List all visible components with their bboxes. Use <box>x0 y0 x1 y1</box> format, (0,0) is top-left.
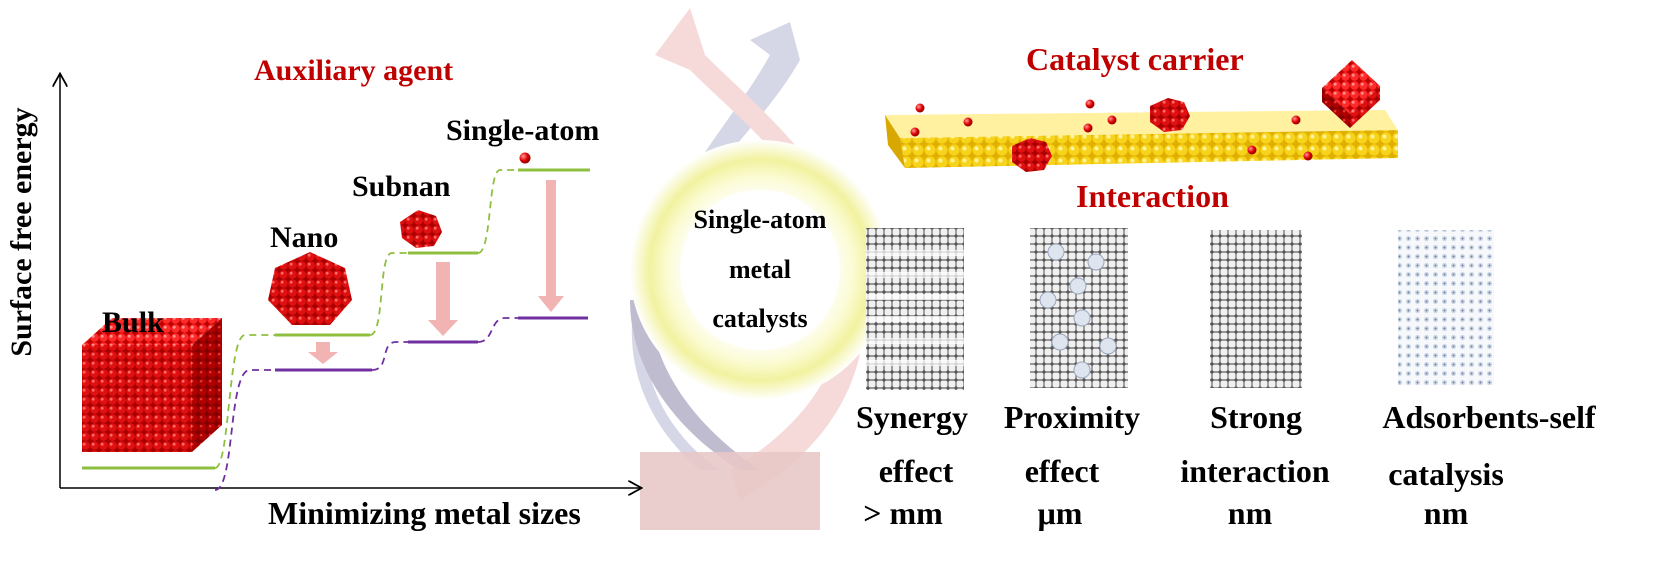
effect-line3-adsorbents: nm <box>1423 495 1469 531</box>
synergy-panel <box>866 228 964 390</box>
x-axis-label: Minimizing metal sizes <box>268 495 581 531</box>
level-label-nano: Nano <box>270 221 339 254</box>
y-axis-label: Surface free energy <box>5 107 38 357</box>
carrier-cluster-2 <box>1150 98 1190 132</box>
single-atom-illustration <box>519 152 531 164</box>
effect-line3-synergy: > mm <box>863 495 943 531</box>
swirl-arrow-pink <box>655 8 865 500</box>
effect-title-proximity: Proximity <box>1003 399 1141 435</box>
effect-line2-strong: interaction <box>1180 453 1330 489</box>
level-label-single-atom: Single-atom <box>446 114 600 147</box>
auxiliary-agent-label: Auxiliary agent <box>254 54 454 87</box>
dashed-connectors-green <box>214 169 518 469</box>
center-line-2: metal <box>728 255 792 284</box>
effect-line2-synergy: effect <box>878 453 954 489</box>
center-line-3: catalysts <box>712 304 808 333</box>
interaction-label: Interaction <box>1076 178 1229 214</box>
center-line-1: Single-atom <box>693 205 827 234</box>
carrier-cluster-1 <box>1012 138 1052 172</box>
level-label-subnan: Subnan <box>352 170 451 203</box>
effect-line3-strong: nm <box>1227 495 1273 531</box>
catalyst-carrier-label: Catalyst carrier <box>1026 41 1244 77</box>
dashed-connectors-purple <box>214 317 518 491</box>
catalyst-carrier-illustration <box>885 110 1398 168</box>
carrier-metal-species <box>910 99 1313 161</box>
effect-title-synergy: Synergy <box>856 399 968 435</box>
swirl-arrow-pink-lower <box>640 452 820 530</box>
nano-cluster-illustration <box>268 252 352 325</box>
adsorbents-self-panel <box>1398 230 1494 385</box>
effect-line3-proximity: μm <box>1037 495 1083 531</box>
energy-drop-arrows <box>308 180 564 364</box>
strong-interaction-panel <box>1210 230 1302 388</box>
proximity-panel <box>1030 228 1128 388</box>
effect-title-adsorbents: Adsorbents-self <box>1382 399 1596 435</box>
level-label-bulk: Bulk <box>102 306 164 339</box>
bulk-cube-illustration <box>82 318 222 452</box>
carrier-cube <box>1322 60 1380 128</box>
effect-title-strong: Strong <box>1210 399 1302 435</box>
center-ring-inner <box>680 190 840 350</box>
subnano-cluster-illustration <box>400 210 442 248</box>
energy-levels-green <box>82 168 590 470</box>
effect-line2-proximity: effect <box>1024 453 1100 489</box>
effect-line2-adsorbents: catalysis <box>1388 456 1504 492</box>
energy-levels-purple <box>275 316 588 372</box>
